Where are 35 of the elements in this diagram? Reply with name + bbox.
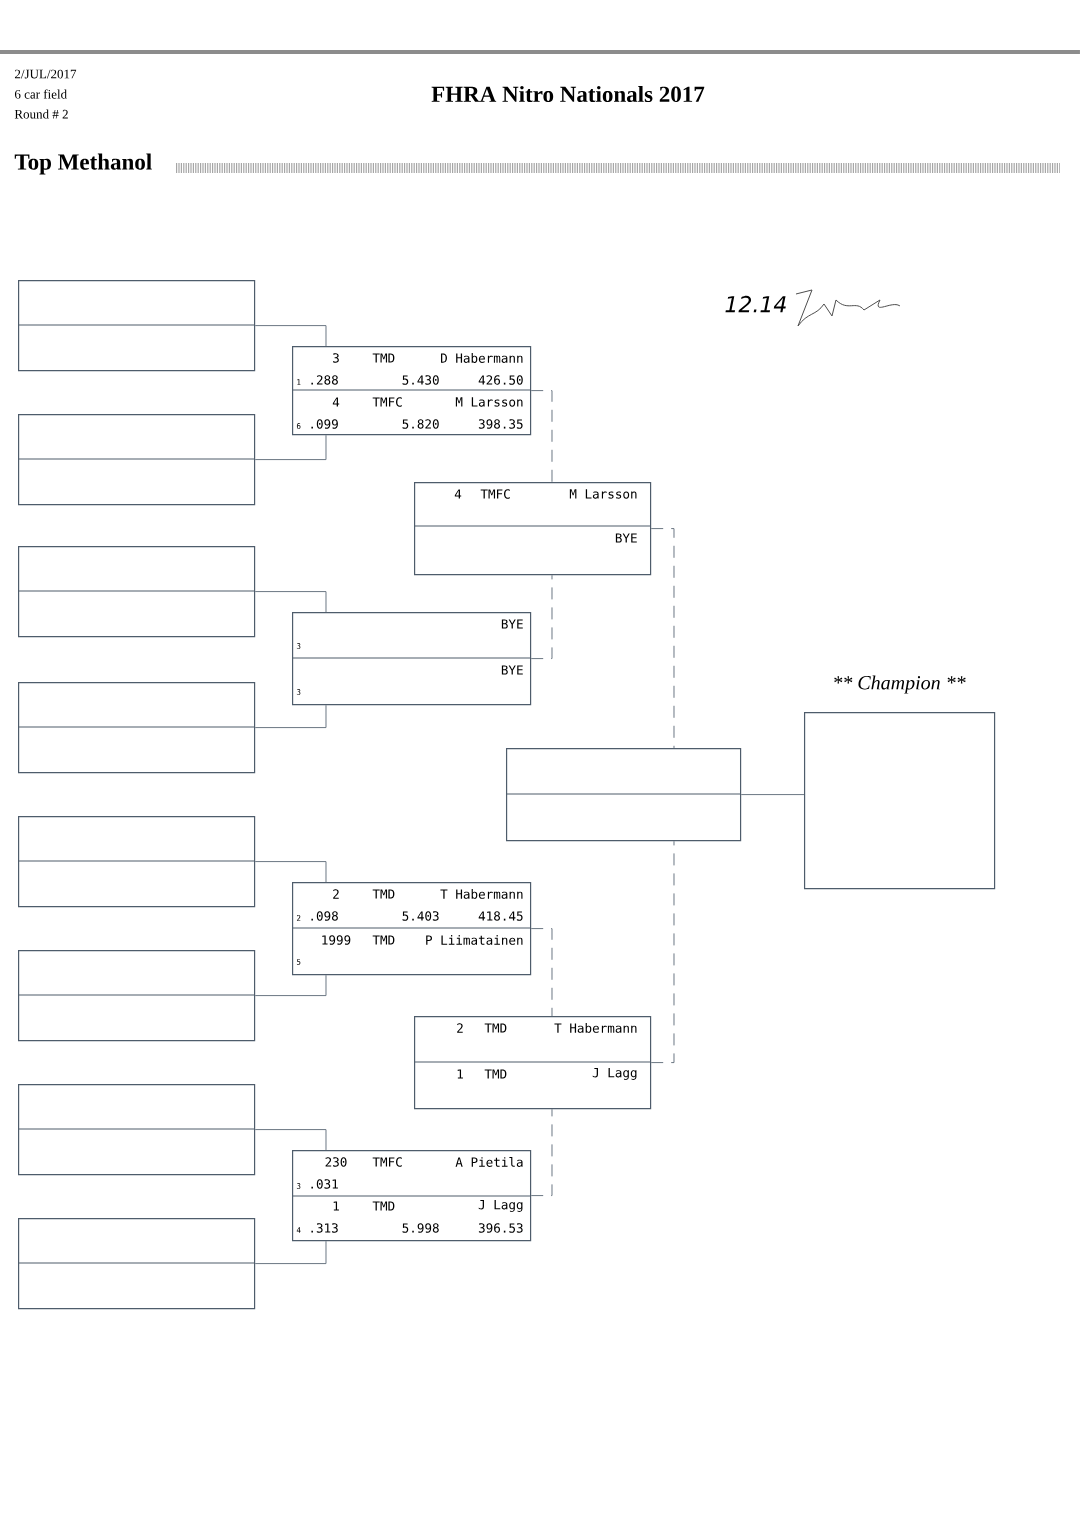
bracket-line	[530, 390, 553, 483]
bracket-line	[254, 861, 327, 883]
bracket-slot-box	[17, 950, 256, 1042]
bracket-line	[254, 1240, 327, 1265]
heat-box	[291, 346, 532, 436]
bracket-line	[740, 794, 805, 796]
bracket-line	[254, 1129, 327, 1151]
handwritten-note: 12.14	[725, 295, 786, 313]
bracket-slot-box	[17, 280, 256, 372]
heat-box	[413, 1016, 652, 1110]
bracket-slot-box	[17, 1084, 256, 1176]
heat-box	[291, 1150, 532, 1242]
champion-heading: ** Champion **	[834, 675, 966, 694]
bracket-line	[254, 704, 327, 729]
bracket-line	[530, 928, 553, 1017]
bracket-line	[254, 591, 327, 613]
heat-box	[413, 482, 652, 576]
bracket-slot-box	[17, 414, 256, 506]
bracket-slot-box	[17, 1218, 256, 1310]
bracket-line	[530, 1108, 553, 1197]
bracket-line	[650, 528, 675, 749]
bracket-line	[254, 325, 327, 347]
bracket-slot-box	[17, 682, 256, 774]
bracket-line	[530, 574, 553, 660]
champion-box	[804, 675, 996, 890]
bracket-line	[254, 974, 327, 997]
bracket-line	[650, 840, 675, 1064]
bracket-line	[254, 434, 327, 461]
bracket-slot-box	[17, 816, 256, 908]
heat-box	[291, 612, 532, 706]
bracket-slot-box	[17, 546, 256, 638]
class-heading: Top Methanol	[14, 153, 152, 175]
title: FHRA Nitro Nationals 2017	[431, 85, 705, 103]
heat-box	[291, 882, 532, 976]
final-box	[505, 748, 742, 842]
